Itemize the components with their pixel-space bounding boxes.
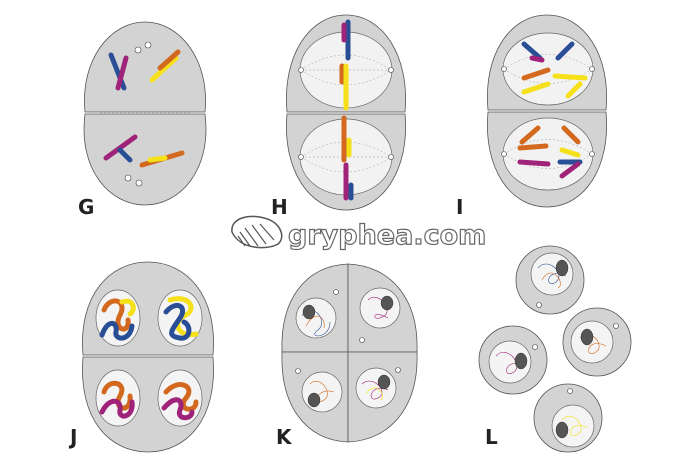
chromatin [495,263,607,436]
centriole [567,388,573,394]
chromosome [115,55,129,91]
chromosome [521,41,543,61]
nucleus [301,371,343,413]
nucleus [570,320,614,364]
nucleolus [302,304,316,320]
chromosome [101,298,131,332]
stage-label-h: H [271,195,288,219]
chromosome [149,55,179,83]
centriole [501,151,507,157]
centriole [589,66,595,72]
centriole [333,289,339,295]
chromosome [517,143,549,151]
nucleolus [580,328,594,346]
stage-k: K [276,263,418,449]
nucleus [488,340,532,384]
chromosome [99,398,135,419]
chromosome [517,159,551,167]
chromosome [119,298,136,317]
chromosome [163,382,199,412]
centriole [536,302,542,308]
stage-label-i: I [456,195,463,219]
centriole [135,179,143,187]
centriole [124,174,132,182]
chromosome [103,134,138,161]
centriole [298,154,304,160]
watermark: gryphea.com [231,215,487,252]
stage-label-g: G [78,195,94,219]
chromosome [167,296,199,338]
stage-i: I [456,14,607,219]
centriole [613,323,619,329]
cell-g-bottom [83,113,207,206]
chromosome [555,41,575,61]
chromosome [147,155,168,163]
chromosome [561,125,581,145]
centriole [388,67,394,73]
centriole [589,151,595,157]
centriole [134,46,142,54]
nucleus [295,297,337,339]
nucleolus [380,295,394,311]
nucleus [530,252,574,296]
stage-l: L [478,245,632,453]
centriole [359,337,365,343]
centriole [501,66,507,72]
chromosome [519,125,541,145]
stage-j: J [68,261,214,453]
centriole [298,67,304,73]
watermark-text: gryphea.com [288,220,486,251]
nucleolus [514,352,528,370]
chromosome [157,49,181,71]
chromosome [163,303,192,341]
chromosome [559,147,581,158]
nucleus [359,287,401,329]
chromosome [521,81,551,95]
nucleolus [555,421,569,439]
centriole [144,41,152,49]
centriole [395,367,401,373]
nucleolus [307,392,321,408]
chromosome [529,55,545,63]
chromosome [117,147,133,163]
stage-h: H [271,14,406,219]
centriole [295,368,301,374]
ammonite-shell-icon [231,215,283,249]
stage-label-j: J [68,425,77,449]
cell-g-top [84,21,206,113]
nucleolus [555,259,569,277]
chromosome [559,161,581,179]
chromosome [521,67,551,81]
nucleolus [377,374,391,390]
chromosome [565,81,583,99]
chromosome [101,380,133,411]
stage-label-l: L [485,425,498,449]
stage-label-k: K [276,425,293,449]
centriole [532,344,538,350]
chromosome [99,320,135,341]
stage-g: G [78,21,207,219]
chromosome [161,397,195,421]
centriole [388,154,394,160]
chromosome [552,73,588,81]
